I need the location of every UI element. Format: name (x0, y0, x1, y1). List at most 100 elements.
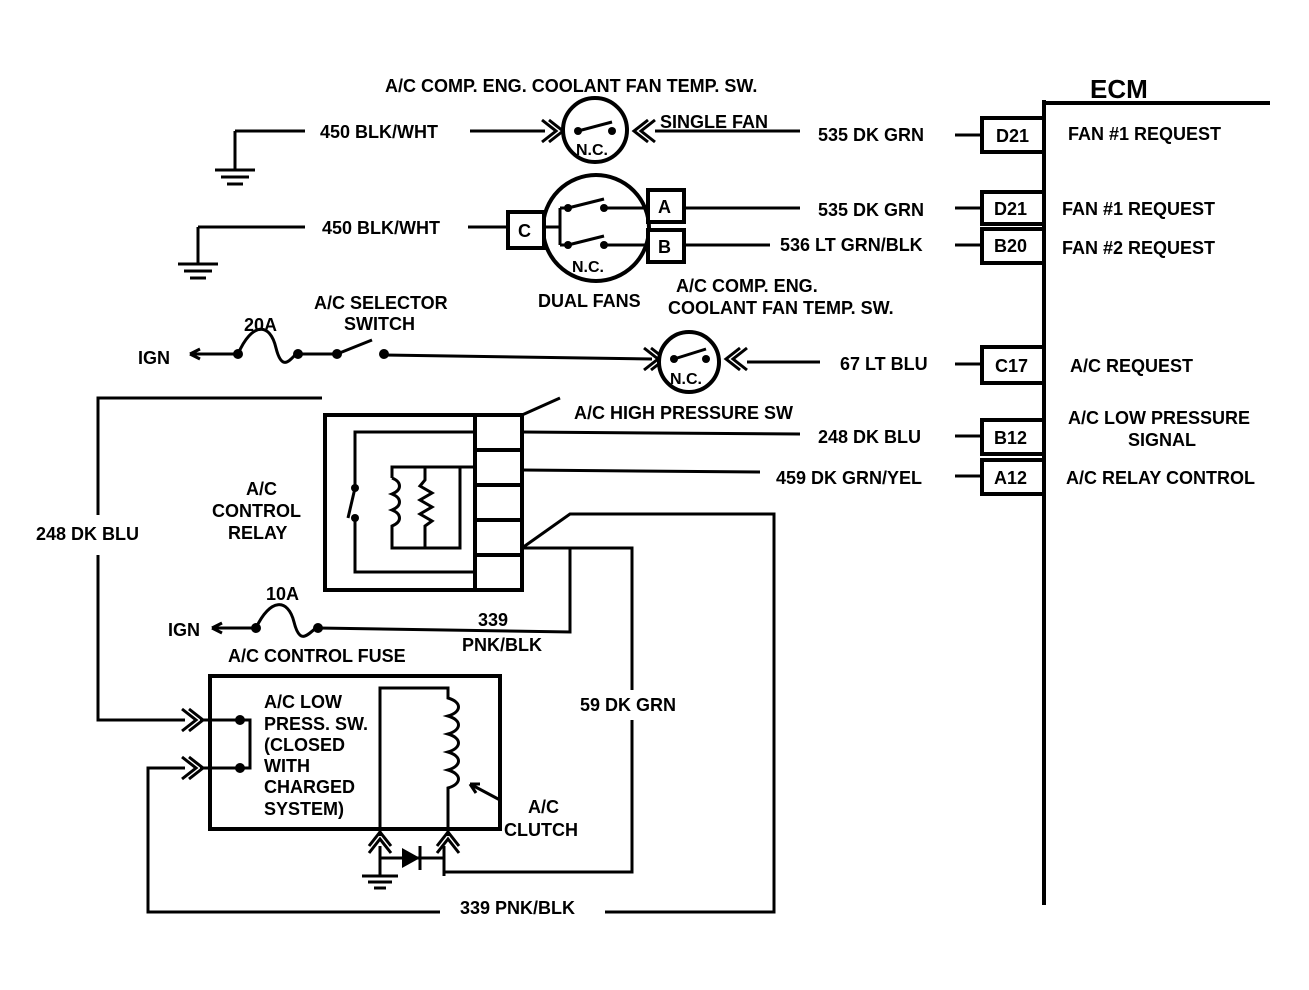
ecm-pin-id: D21 (996, 126, 1029, 146)
wire-label-536: 536 LT GRN/BLK (780, 235, 923, 255)
connector-b-label: B (658, 237, 671, 257)
connector-chevron (541, 118, 566, 144)
fuse-10a (254, 603, 317, 638)
compressor-box (208, 674, 502, 831)
switch-contact (577, 120, 613, 133)
wire-339-bottom (146, 766, 440, 914)
ecm-pin-function: A/C RELAY CONTROL (1066, 468, 1255, 488)
low-press-label-1: A/C LOW (264, 692, 342, 712)
ign-label-2: IGN (168, 620, 200, 640)
ecm-pin-6: A12 A/C RELAY CONTROL (980, 458, 1255, 496)
ign-arrow (189, 347, 236, 361)
connector-chevron (367, 829, 393, 854)
low-pressure-clutch: 339 PNK/BLK A/C LOW PRESS. SW. (CLOSED W… (146, 674, 578, 918)
ac-control-relay: A/C HIGH PRESSURE SW A/C CONTROL RELAY 2… (212, 396, 982, 592)
relay-label-3: RELAY (228, 523, 287, 543)
wire-label-248-left: 248 DK BLU (36, 524, 139, 544)
clutch-coil (378, 686, 460, 836)
low-press-label-2: PRESS. SW. (264, 714, 368, 734)
wire-label-535-single: 535 DK GRN (818, 125, 924, 145)
ecm-outline (1042, 100, 1270, 905)
connector-chevron (631, 118, 656, 144)
ecm-pin-id: C17 (995, 356, 1028, 376)
wire-label-248-ecm: 248 DK BLU (818, 427, 921, 447)
wire-label-339-bottom: 339 PNK/BLK (460, 898, 575, 918)
low-press-label-3: (CLOSED (264, 735, 345, 755)
ecm-pin-function: FAN #1 REQUEST (1062, 199, 1215, 219)
ecm-pin-id: D21 (994, 199, 1027, 219)
ign-label: IGN (138, 348, 170, 368)
nc-label: N.C. (576, 142, 608, 159)
ground-symbol (215, 131, 255, 186)
low-press-label-6: SYSTEM) (264, 799, 344, 819)
ecm-title: ECM (1090, 74, 1148, 104)
nc-label: N.C. (572, 259, 604, 276)
diode-icon (402, 848, 420, 868)
clutch-pointer (468, 782, 501, 802)
ecm-pin-1: D21 FAN #1 REQUEST (980, 116, 1221, 154)
low-press-label-5: CHARGED (264, 777, 355, 797)
connector-c-label: C (518, 221, 531, 241)
wire-label-535-dual: 535 DK GRN (818, 200, 924, 220)
single-fan-temp-switch: A/C COMP. ENG. COOLANT FAN TEMP. SW. 450… (215, 76, 982, 186)
ground-symbol (362, 846, 398, 890)
nc-label: N.C. (670, 371, 702, 388)
control-fuse-label: A/C CONTROL FUSE (228, 646, 406, 666)
wire-label-59: 59 DK GRN (580, 695, 676, 715)
connector-chevron (181, 755, 206, 781)
ecm-pin-id: B12 (994, 428, 1027, 448)
ecm-pin-id: B20 (994, 236, 1027, 256)
ecm-pin-function: A/C LOW PRESSURE (1068, 408, 1250, 428)
selector-label-2: SWITCH (344, 314, 415, 334)
connector-a (646, 188, 686, 224)
ground-symbol (178, 227, 218, 280)
fuse-20a (236, 327, 298, 364)
ecm-pin-5: B12 A/C LOW PRESSURE SIGNAL (980, 408, 1250, 456)
ecm-pin-id: A12 (994, 468, 1027, 488)
ecm-pin-function: FAN #1 REQUEST (1068, 124, 1221, 144)
temp-switch2-title-2: COOLANT FAN TEMP. SW. (668, 298, 894, 318)
ecm-pin-function: FAN #2 REQUEST (1062, 238, 1215, 258)
connector-chevron (723, 346, 748, 372)
wire-label-339-num: 339 (478, 610, 508, 630)
wire-label-459: 459 DK GRN/YEL (776, 468, 922, 488)
ecm-pin-box (980, 190, 1046, 226)
temp-switch2-title-1: A/C COMP. ENG. (676, 276, 818, 296)
wire-label-339-color: PNK/BLK (462, 635, 542, 655)
dual-fan-temp-switch: 450 BLK/WHT C A B N.C. DUAL FANS 535 DK … (178, 173, 982, 318)
selector-switch-contact (336, 338, 373, 356)
ign-arrow (211, 621, 254, 635)
low-press-label-4: WITH (264, 756, 310, 776)
dual-fans-label: DUAL FANS (538, 291, 641, 311)
wire-label-450-dual: 450 BLK/WHT (322, 218, 440, 238)
temp-switch-body (561, 96, 629, 164)
wire-59: 59 DK GRN (444, 512, 776, 914)
fuse-20a-label: 20A (244, 315, 277, 335)
connector-chevron (435, 829, 461, 854)
wire-label-450-single: 450 BLK/WHT (320, 122, 438, 142)
wire-selector-out (383, 353, 653, 361)
wire-459 (521, 468, 761, 474)
ecm-pin-3: B20 FAN #2 REQUEST (980, 227, 1215, 265)
ecm-pin-box (980, 227, 1046, 265)
clutch-label-2: CLUTCH (504, 820, 578, 840)
relay-contact (346, 487, 357, 519)
ecm-pin-4: C17 A/C REQUEST (980, 345, 1193, 385)
ecm-pin-2: D21 FAN #1 REQUEST (980, 190, 1215, 226)
wire-248-left: 248 DK BLU (36, 396, 322, 733)
fuse-10a-label: 10A (266, 584, 299, 604)
low-press-switch (200, 718, 252, 770)
relay-label-2: CONTROL (212, 501, 301, 521)
ecm-module: ECM D21 FAN #1 REQUEST D21 FAN #1 REQUES… (980, 74, 1270, 905)
relay-coil (387, 465, 475, 550)
high-pressure-sw-label: A/C HIGH PRESSURE SW (574, 403, 793, 423)
temp-switch-title: A/C COMP. ENG. COOLANT FAN TEMP. SW. (385, 76, 757, 96)
connector-c (506, 210, 546, 250)
connector-a-label: A (658, 197, 671, 217)
wire-248-ecm (521, 430, 801, 436)
wire-label-67: 67 LT BLU (840, 354, 928, 374)
ac-selector-circuit: A/C SELECTOR SWITCH 20A IGN N.C. 67 LT B… (138, 293, 982, 394)
relay-resistor (417, 467, 435, 548)
